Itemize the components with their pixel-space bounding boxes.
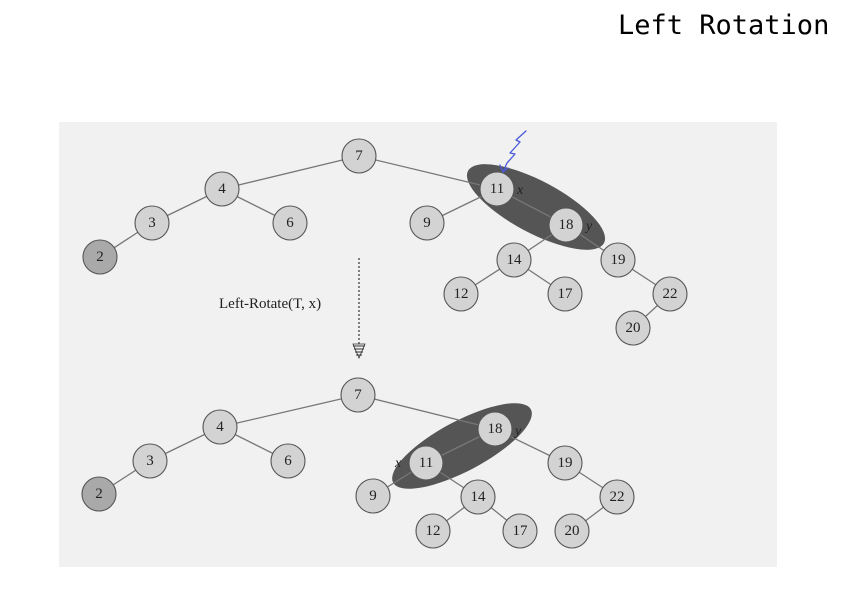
after-node-3-circle	[132, 443, 168, 479]
before-node-2-circle	[82, 239, 118, 275]
before-node-19-label: 19	[611, 252, 626, 268]
after-node-22-circle	[599, 479, 635, 515]
before-node-17-circle	[547, 276, 583, 312]
before-pointer-x: x	[516, 183, 524, 198]
after-node-22: 22	[599, 479, 635, 515]
slide-title: Left Rotation	[618, 10, 830, 41]
before-node-14-circle	[496, 242, 532, 278]
before-node-7: 7	[341, 138, 377, 174]
before-node-22-label: 22	[663, 286, 678, 302]
after-node-14: 14	[460, 479, 496, 515]
before-node-14: 14	[496, 242, 532, 278]
before-node-9-label: 9	[423, 215, 431, 231]
after-node-6-label: 6	[284, 453, 292, 469]
before-node-11-label: 11	[490, 181, 504, 197]
before-node-11-circle	[479, 171, 515, 207]
after-node-11: 11	[408, 445, 444, 481]
after-node-19: 19	[547, 445, 583, 481]
after-node-4: 4	[202, 409, 238, 445]
before-node-12-label: 12	[454, 286, 469, 302]
before-node-6: 6	[272, 205, 308, 241]
after-node-18-label: 18	[488, 421, 503, 437]
after-node-20-label: 20	[565, 523, 580, 539]
after-node-9-label: 9	[369, 488, 377, 504]
before-node-3-label: 3	[148, 215, 156, 231]
before-node-17-label: 17	[558, 286, 574, 302]
before-node-4: 4	[204, 171, 240, 207]
after-node-19-label: 19	[558, 455, 573, 471]
before-node-20: 20	[615, 310, 651, 346]
after-node-7-circle	[340, 377, 376, 413]
after-node-9-circle	[355, 478, 391, 514]
after-node-4-label: 4	[216, 419, 224, 435]
before-node-18: 18	[548, 207, 584, 243]
before-node-4-circle	[204, 171, 240, 207]
before-edge-7-11	[358, 155, 498, 190]
before-node-6-circle	[272, 205, 308, 241]
after-node-3-label: 3	[146, 453, 154, 469]
before-node-18-circle	[548, 207, 584, 243]
operation-label: Left-Rotate(T, x)	[219, 296, 321, 312]
after-node-2: 2	[81, 476, 117, 512]
after-edge-7-4	[219, 394, 359, 428]
operation-arrow	[352, 258, 366, 360]
before-node-22: 22	[652, 276, 688, 312]
after-node-2-label: 2	[95, 486, 103, 502]
before-pointer-y: y	[584, 219, 593, 234]
after-node-14-circle	[460, 479, 496, 515]
after-node-4-circle	[202, 409, 238, 445]
before-node-18-label: 18	[559, 217, 574, 233]
after-node-11-label: 11	[419, 455, 433, 471]
before-node-22-circle	[652, 276, 688, 312]
before-node-12: 12	[443, 276, 479, 312]
after-node-18: 18	[477, 411, 513, 447]
before-node-3: 3	[134, 205, 170, 241]
after-node-7-label: 7	[354, 387, 362, 403]
after-node-19-circle	[547, 445, 583, 481]
after-pointer-x: x	[394, 456, 402, 471]
after-node-6-circle	[270, 443, 306, 479]
before-node-20-circle	[615, 310, 651, 346]
before-node-20-label: 20	[626, 320, 641, 336]
before-node-19: 19	[600, 242, 636, 278]
before-node-17: 17	[547, 276, 583, 312]
before-node-2: 2	[82, 239, 118, 275]
after-node-17: 17	[502, 513, 538, 549]
after-node-6: 6	[270, 443, 306, 479]
after-pointer-y: y	[513, 424, 522, 439]
after-node-11-circle	[408, 445, 444, 481]
after-node-7: 7	[340, 377, 376, 413]
before-node-6-label: 6	[286, 215, 294, 231]
before-node-12-circle	[443, 276, 479, 312]
after-node-3: 3	[132, 443, 168, 479]
before-edge-7-4	[221, 155, 360, 190]
before-node-14-label: 14	[507, 252, 523, 268]
after-node-22-label: 22	[610, 489, 625, 505]
before-node-7-label: 7	[355, 148, 363, 164]
before-node-9-circle	[409, 205, 445, 241]
after-node-17-label: 17	[513, 523, 529, 539]
after-node-9: 9	[355, 478, 391, 514]
before-node-9: 9	[409, 205, 445, 241]
before-node-3-circle	[134, 205, 170, 241]
after-node-12: 12	[415, 513, 451, 549]
after-node-18-circle	[477, 411, 513, 447]
before-node-19-circle	[600, 242, 636, 278]
after-node-12-label: 12	[426, 523, 441, 539]
figure-panel	[59, 122, 777, 567]
after-node-20: 20	[554, 513, 590, 549]
after-node-2-circle	[81, 476, 117, 512]
after-node-14-label: 14	[471, 489, 487, 505]
after-node-12-circle	[415, 513, 451, 549]
before-node-7-circle	[341, 138, 377, 174]
before-node-11: 11	[479, 171, 515, 207]
before-node-4-label: 4	[218, 181, 226, 197]
before-node-2-label: 2	[96, 249, 104, 265]
after-node-17-circle	[502, 513, 538, 549]
after-node-20-circle	[554, 513, 590, 549]
after-edge-7-18	[357, 394, 496, 430]
pen-annotation	[499, 130, 527, 173]
